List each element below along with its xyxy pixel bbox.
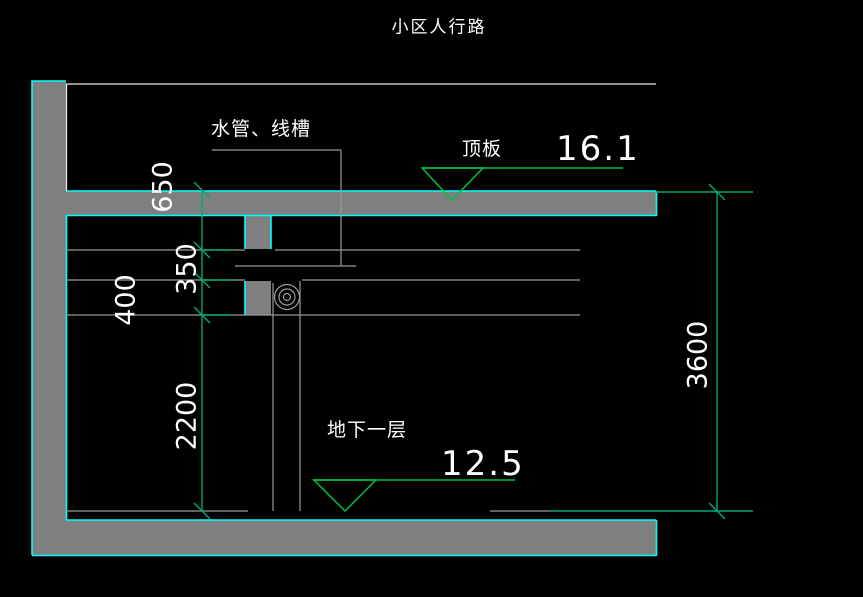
- pipe-section-outer-circle: [273, 283, 301, 311]
- roof-elevation-triangle: [420, 167, 485, 202]
- basement-label: 地下一层: [327, 419, 408, 441]
- structure-outlines: [31, 80, 658, 557]
- dim-tick-511-left: [193, 502, 211, 520]
- roof-slab-label: 顶板: [462, 138, 503, 160]
- dimension-3600: 3600: [682, 320, 714, 390]
- floor-slab: [32, 520, 656, 555]
- wall-outer-edge: [31, 80, 66, 555]
- column-upper: [245, 215, 271, 249]
- structure-fills: [32, 81, 656, 555]
- left-wall: [32, 81, 66, 555]
- dim-tick-280: [193, 271, 211, 289]
- dimension-350: 350: [171, 243, 203, 295]
- dim-tick-250: [193, 241, 211, 259]
- floor-elevation-triangle: [312, 479, 378, 513]
- pipe-section-inner-circle: [282, 292, 292, 302]
- white-lines: [65, 83, 656, 191]
- dimension-650: 650: [147, 161, 179, 213]
- dimension-2200: 2200: [171, 381, 203, 451]
- elevation-markers: [312, 167, 623, 513]
- dimension-lines: [193, 181, 753, 520]
- pipe-section-middle-circle: [278, 288, 296, 306]
- dim-tick-190: [193, 181, 211, 199]
- drawing-title: 小区人行路: [391, 17, 487, 38]
- floor-elevation-value: 12.5: [441, 444, 525, 484]
- pipe-tray-label: 水管、线槽: [211, 118, 312, 140]
- roof-slab: [66, 191, 656, 215]
- roof-elevation-value: 16.1: [556, 129, 640, 169]
- column-lower: [245, 281, 271, 315]
- dimension-400: 400: [110, 274, 142, 326]
- dim-tick-315: [193, 306, 211, 324]
